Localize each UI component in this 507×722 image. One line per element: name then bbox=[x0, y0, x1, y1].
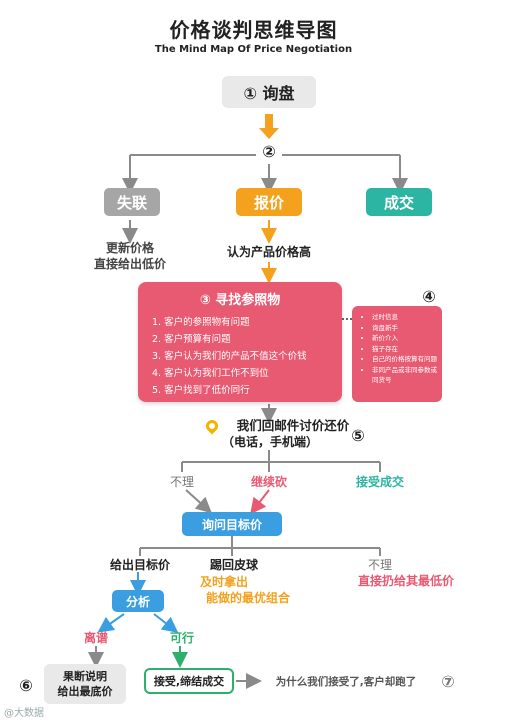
reference-panel-title: ③ 寻找参照物 bbox=[199, 293, 281, 308]
reference-reason-item: 3. 客户认为我们的产品不值这个价钱 bbox=[152, 351, 307, 362]
step5-marker: ⑤ bbox=[351, 426, 365, 445]
watermark: @大数据 bbox=[4, 708, 44, 719]
reference-issue-item: 询盘新手 bbox=[372, 323, 442, 334]
reference-reason-item: 2. 客户预算有问题 bbox=[152, 334, 231, 345]
reply-email-node: 我们回邮件讨价还价 bbox=[236, 418, 350, 433]
continue-bargain-option: 继续砍 bbox=[250, 475, 287, 489]
reference-issue-item: 猫子存在 bbox=[372, 344, 442, 355]
quote-node: 报价 bbox=[236, 188, 302, 216]
lost-node: 失联 bbox=[104, 188, 160, 216]
reference-issues-panel: 过时信息 询盘新手 新价介入 猫子存在 自己的价格按算有问题 非同产品或非同参数… bbox=[352, 306, 442, 402]
give-target-price-node: 给出目标价 bbox=[109, 558, 170, 572]
final-lowest-price-text: 给出最底价 bbox=[57, 685, 113, 698]
kick-back-node: 踢回皮球 bbox=[209, 558, 258, 572]
page-subtitle: The Mind Map Of Price Negotiation bbox=[154, 44, 353, 55]
ask-target-price-node: 询问目标价 bbox=[182, 512, 282, 536]
reply-channel-note: （电话，手机端） bbox=[221, 435, 318, 449]
question-note: 为什么我们接受了,客户却跑了 bbox=[275, 676, 417, 688]
deal-node: 成交 bbox=[366, 188, 432, 216]
kick-back-note-2: 能做的最优组合 bbox=[205, 591, 290, 605]
lost-note-update-price: 更新价格 bbox=[105, 241, 154, 255]
quote-note: 认为产品价格高 bbox=[226, 245, 311, 259]
reference-issue-item: 过时信息 bbox=[372, 312, 442, 323]
lost-note-low-price: 直接给出低价 bbox=[93, 257, 166, 271]
step6-marker: ⑥ bbox=[19, 676, 33, 695]
final-price-box: 果断说明 给出最底价 bbox=[44, 664, 126, 704]
kick-back-note-1: 及时拿出 bbox=[199, 575, 248, 589]
reference-panel: ③ 寻找参照物 1. 客户的参照物有问题 2. 客户预算有问题 3. 客户认为我… bbox=[138, 282, 342, 402]
step2-marker: ② bbox=[262, 142, 276, 161]
accept-deal-option: 接受成交 bbox=[355, 475, 404, 489]
reference-reason-list: 1. 客户的参照物有问题 2. 客户预算有问题 3. 客户认为我们的产品不值这个… bbox=[138, 314, 342, 399]
reference-issue-item: 非同产品或非同参数或同货号 bbox=[372, 365, 442, 386]
reference-reason-item: 1. 客户的参照物有问题 bbox=[152, 317, 250, 328]
analyze-node: 分析 bbox=[112, 590, 164, 612]
step4-marker: ④ bbox=[422, 287, 436, 306]
accept-close-node: 接受,缔结成交 bbox=[144, 668, 234, 694]
page-title: 价格谈判思维导图 bbox=[169, 18, 338, 42]
outrageous-option: 离谱 bbox=[83, 631, 108, 645]
reference-reason-item: 5. 客户找到了低价同行 bbox=[152, 385, 250, 396]
ignore-option-2: 不理 bbox=[367, 558, 392, 572]
ignore-note-lowest-price: 直接扔给其最低价 bbox=[357, 574, 454, 588]
step7-marker: ⑦ bbox=[441, 672, 455, 691]
orange-arrow-1 bbox=[259, 114, 279, 139]
feasible-option: 可行 bbox=[169, 631, 194, 645]
reference-issues-list: 过时信息 询盘新手 新价介入 猫子存在 自己的价格按算有问题 非同产品或非同参数… bbox=[352, 312, 442, 386]
ignore-option: 不理 bbox=[169, 475, 194, 489]
reference-issue-item: 新价介入 bbox=[372, 333, 442, 344]
reference-reason-item: 4. 客户认为我们工作不到位 bbox=[152, 368, 269, 379]
reference-issue-item: 自己的价格按算有问题 bbox=[372, 354, 442, 365]
inquiry-node: ① 询盘 bbox=[222, 76, 316, 108]
final-explain-text: 果断说明 bbox=[63, 670, 107, 683]
